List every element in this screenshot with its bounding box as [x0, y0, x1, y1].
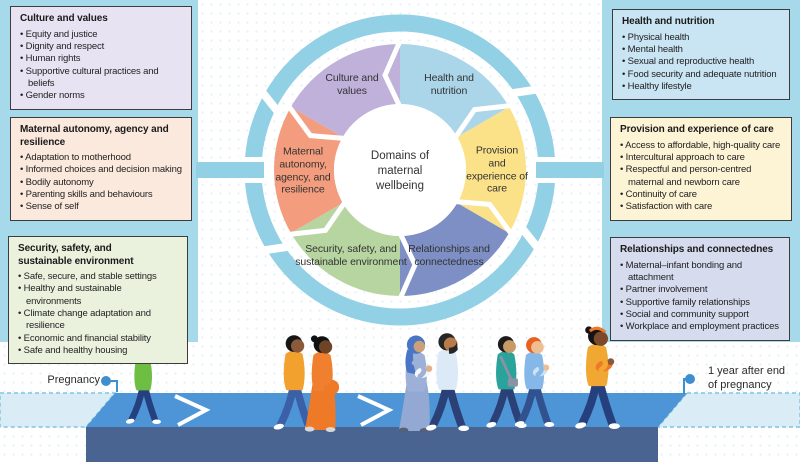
left-connector-bar	[196, 162, 264, 178]
maternal-autonomy-box: Maternal autonomy, agency and resilience…	[10, 117, 192, 221]
person-figure	[426, 333, 470, 431]
segment-arrow-divider	[454, 199, 514, 236]
segment-label-security: Security, safety, and sustainable enviro…	[295, 243, 407, 268]
bullet-item: Social and community support	[620, 309, 781, 321]
timeline-walkway	[0, 392, 800, 462]
person-figure	[514, 337, 555, 427]
bullet-item: Climate change adaptation and resilience	[18, 308, 179, 333]
segment-label-maternal: Maternal autonomy, agency, and resilienc…	[275, 145, 331, 196]
segment-label-relationships: Relationships and connectedness	[408, 243, 490, 268]
wheel-segment-0	[400, 44, 510, 137]
segment-label-culture: Culture and values	[325, 72, 379, 97]
relationships-box: Relationships and connectednes Maternal–…	[610, 237, 790, 341]
wheel-center-label: Domains of maternal wellbeing	[370, 150, 430, 192]
one-year-label: 1 year after end of pregnancy	[708, 365, 786, 391]
bullet-item: Supportive family relationships	[620, 297, 781, 309]
bullet-item: Partner involvement	[620, 284, 781, 296]
wheel-of-domains	[274, 39, 526, 301]
bullet-item: Food security and adequate nutrition	[622, 69, 781, 81]
segment-arrow-divider	[286, 104, 346, 141]
wheel-segment-3	[290, 203, 400, 296]
one-year-marker	[683, 374, 695, 394]
segment-arrow-divider	[288, 200, 348, 237]
box-title: Maternal autonomy, agency and resilience	[20, 124, 169, 148]
pregnancy-label: Pregnancy	[47, 374, 100, 386]
box-title: Security, safety, and sustainable enviro…	[18, 243, 134, 267]
wheel-segment-5	[290, 44, 400, 137]
segment-arrow-divider	[452, 103, 512, 140]
health-and-nutrition-box: Health and nutrition Physical health Men…	[612, 9, 790, 101]
bullet-item: Sense of self	[20, 201, 183, 213]
bullet-item: Adaptation to motherhood	[20, 152, 183, 164]
bullet-item: Healthy and sustainable environments	[18, 283, 179, 308]
wheel-center-circle	[334, 104, 466, 236]
walkway-front-face	[86, 427, 658, 462]
bullet-item: Bodily autonomy	[20, 177, 183, 189]
bullet-item: Continuity of care	[620, 189, 783, 201]
dashed-path-before-pregnancy	[0, 392, 117, 428]
bullet-item: Safe and healthy housing	[18, 345, 179, 357]
bullet-item: Sexual and reproductive health	[622, 56, 781, 68]
person-figure	[575, 326, 620, 429]
wheel-segment-2	[400, 203, 510, 296]
box-title: Health and nutrition	[622, 16, 715, 27]
ring-gap	[259, 242, 292, 255]
box-title: Relationships and connectednes	[620, 244, 774, 255]
bullet-item: Physical health	[622, 32, 781, 44]
box-title: Culture and values	[20, 13, 108, 24]
pregnancy-marker-dot	[101, 376, 111, 386]
bullet-item: Access to affordable, high-quality care	[620, 140, 783, 152]
bullet-item: Economic and financial stability	[18, 333, 179, 345]
bullet-item: Workplace and employment practices	[620, 321, 781, 333]
bullet-item: Respectful and person-centred maternal a…	[620, 164, 783, 189]
bullet-item: Human rights	[20, 53, 183, 65]
person-figure	[398, 335, 433, 434]
pregnancy-marker	[101, 376, 118, 392]
person-figure	[486, 336, 527, 428]
box-title: Provision and experience of care	[620, 124, 774, 135]
bullet-item: Intercultural approach to care	[620, 152, 783, 164]
walkway-direction-chevron	[174, 394, 211, 427]
segment-arrow-divider	[397, 231, 418, 301]
mother-carrying-baby-illustration	[575, 326, 620, 429]
provision-of-care-box: Provision and experience of care Access …	[610, 117, 792, 221]
culture-and-values-box: Culture and values Equity and justice Di…	[10, 6, 192, 110]
bullet-item: Maternal–infant bonding and attachment	[620, 260, 768, 285]
outer-ring-group	[196, 14, 604, 326]
one-year-marker-dot	[685, 374, 695, 384]
bullet-item: Healthy lifestyle	[622, 81, 781, 93]
right-connector-bar	[536, 162, 604, 178]
segment-label-provision: Provision and experience of care	[466, 144, 528, 195]
bullet-item: Safe, secure, and stable settings	[18, 271, 179, 283]
bullet-item: Dignity and respect	[20, 41, 183, 53]
walkway-direction-chevron	[357, 394, 394, 427]
bullet-item: Supportive cultural practices and belief…	[20, 66, 183, 91]
bullet-item: Mental health	[622, 44, 781, 56]
dashed-path-after-first-year	[656, 392, 800, 428]
bullet-item: Satisfaction with care	[620, 201, 783, 213]
bullet-item: Equity and justice	[20, 29, 183, 41]
segment-label-health: Health and nutrition	[424, 72, 474, 97]
bullet-item: Parenting skills and behaviours	[20, 189, 183, 201]
people-illustrations	[125, 326, 620, 434]
segment-arrow-divider	[382, 39, 403, 109]
ring-gap	[517, 223, 544, 254]
ring-gaps	[256, 85, 544, 255]
ring-gap	[256, 86, 283, 117]
couple-with-newborn-illustration	[398, 333, 470, 434]
bullet-item: Informed choices and decision making	[20, 164, 183, 176]
two-parents-with-baby-illustration	[486, 336, 555, 428]
security-safety-box: Security, safety, and sustainable enviro…	[8, 236, 188, 365]
ring-gap	[508, 85, 541, 98]
bullet-item: Gender norms	[20, 90, 183, 102]
person-figure	[304, 335, 340, 433]
expectant-couple-illustration	[273, 335, 340, 433]
